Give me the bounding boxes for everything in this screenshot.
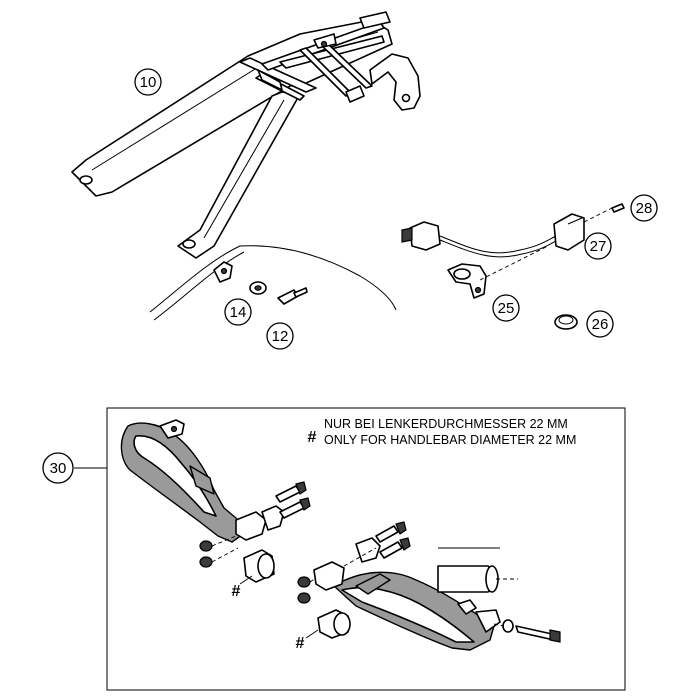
diameter-note: # NUR BEI LENKERDURCHMESSER 22 MM ONLY F… <box>308 417 577 447</box>
license-plate-light-harness <box>401 203 625 299</box>
svg-text:12: 12 <box>272 328 289 345</box>
hash-marker-right: # <box>296 629 319 652</box>
callout-26: 26 <box>586 310 614 338</box>
note-line-english: ONLY FOR HANDLEBAR DIAMETER 22 MM <box>324 433 576 447</box>
handguard-kit-frame <box>74 407 626 691</box>
note-line-german: NUR BEI LENKERDURCHMESSER 22 MM <box>324 417 568 431</box>
svg-text:#: # <box>232 583 241 600</box>
svg-text:25: 25 <box>498 300 515 317</box>
hash-marker-left: # <box>232 575 253 600</box>
svg-text:26: 26 <box>592 316 609 333</box>
bolt-part-12 <box>277 287 308 305</box>
callout-27: 27 <box>584 232 612 260</box>
note-marker: # <box>308 429 317 446</box>
callout-25: 25 <box>492 294 520 322</box>
fender-outline <box>149 245 397 321</box>
handguard-left <box>120 419 311 583</box>
callout-28: 28 <box>630 194 658 222</box>
washer-part-14 <box>249 281 267 295</box>
callout-10: 10 <box>134 68 162 96</box>
svg-text:28: 28 <box>636 200 653 217</box>
handguard-right <box>297 521 561 651</box>
svg-text:14: 14 <box>230 304 247 321</box>
svg-text:#: # <box>296 635 305 652</box>
svg-text:27: 27 <box>590 238 607 255</box>
grommet-part-26 <box>554 314 578 330</box>
luggage-rack <box>71 11 421 259</box>
callout-14: 14 <box>224 298 252 326</box>
callout-30: 30 <box>42 452 74 484</box>
callout-12: 12 <box>266 322 294 350</box>
svg-text:10: 10 <box>140 74 157 91</box>
svg-text:30: 30 <box>50 460 67 477</box>
